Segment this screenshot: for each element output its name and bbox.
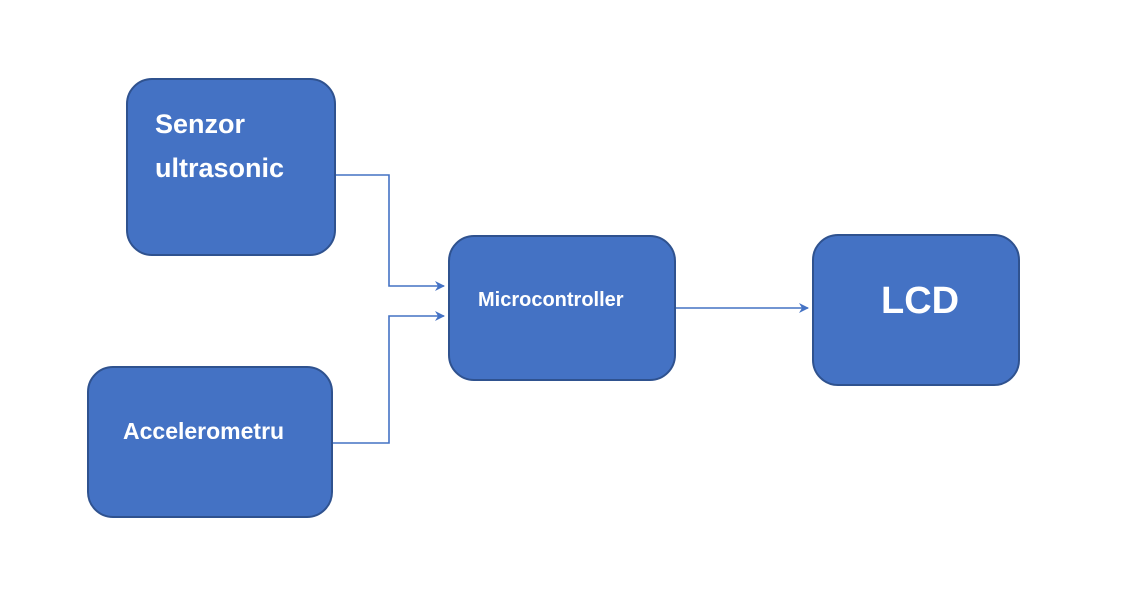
connector-accelerometru-to-microcontroller (333, 311, 445, 444)
microcontroller-block: Microcontroller (448, 235, 676, 381)
accelerometru-label: Accelerometru (123, 418, 285, 444)
lcd-label: LCD (881, 280, 960, 322)
microcontroller-label: Microcontroller (478, 289, 624, 311)
accelerometru-block: Accelerometru (87, 366, 333, 518)
lcd-block: LCD (812, 234, 1020, 386)
senzor-ultrasonic-block: Senzor ultrasonic (126, 78, 336, 256)
senzor-ultrasonic-label-line2: ultrasonic (155, 153, 285, 183)
senzor-ultrasonic-label-line1: Senzor (155, 109, 246, 139)
connector-senzor-to-microcontroller (336, 174, 445, 291)
